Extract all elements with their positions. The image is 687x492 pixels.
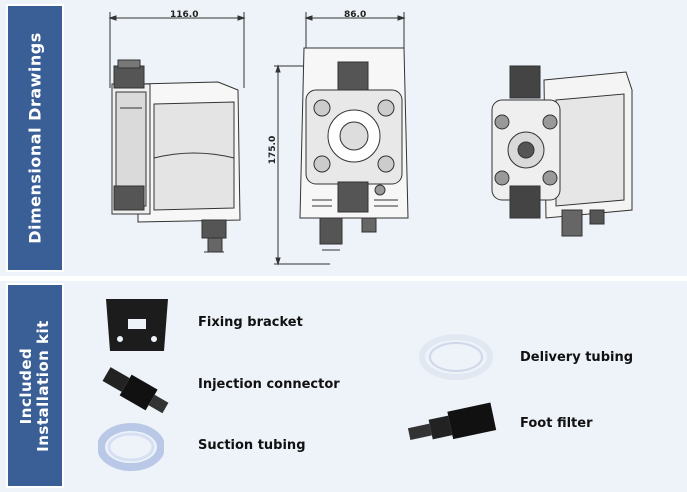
perspective-view-drawing [491,65,633,237]
dimensional-drawings-panel: Dimensional Drawings [0,0,687,276]
installation-kit-title-line2: Installation kit [34,319,52,452]
installation-kit-tab: Included Installation kit [6,283,64,488]
installation-kit-title: Included Installation kit [17,319,52,452]
dimensional-drawings-title: Dimensional Drawings [25,32,45,244]
delivery-tubing-label: Delivery tubing [520,350,634,365]
suction-tubing-image [98,423,164,471]
installation-kit-title-line1: Included [17,347,35,424]
fixing-bracket-label: Fixing bracket [198,315,303,330]
side-width-dimension: 116.0 [170,10,199,20]
suction-tubing-label: Suction tubing [198,438,306,453]
delivery-tubing-image [419,334,493,380]
front-view-drawing [274,12,409,266]
foot-filter-image [407,402,497,440]
installation-kit-panel: Included Installation kit Fixing bracket… [0,281,687,492]
fixing-bracket-image [106,299,168,351]
front-width-dimension: 86.0 [344,10,367,20]
injection-connector-image [102,367,169,414]
dimensional-drawings-tab: Dimensional Drawings [6,4,64,272]
foot-filter-label: Foot filter [520,416,593,431]
side-view-drawing [108,12,246,253]
front-height-dimension: 175.0 [268,135,279,165]
injection-connector-label: Injection connector [198,377,340,392]
